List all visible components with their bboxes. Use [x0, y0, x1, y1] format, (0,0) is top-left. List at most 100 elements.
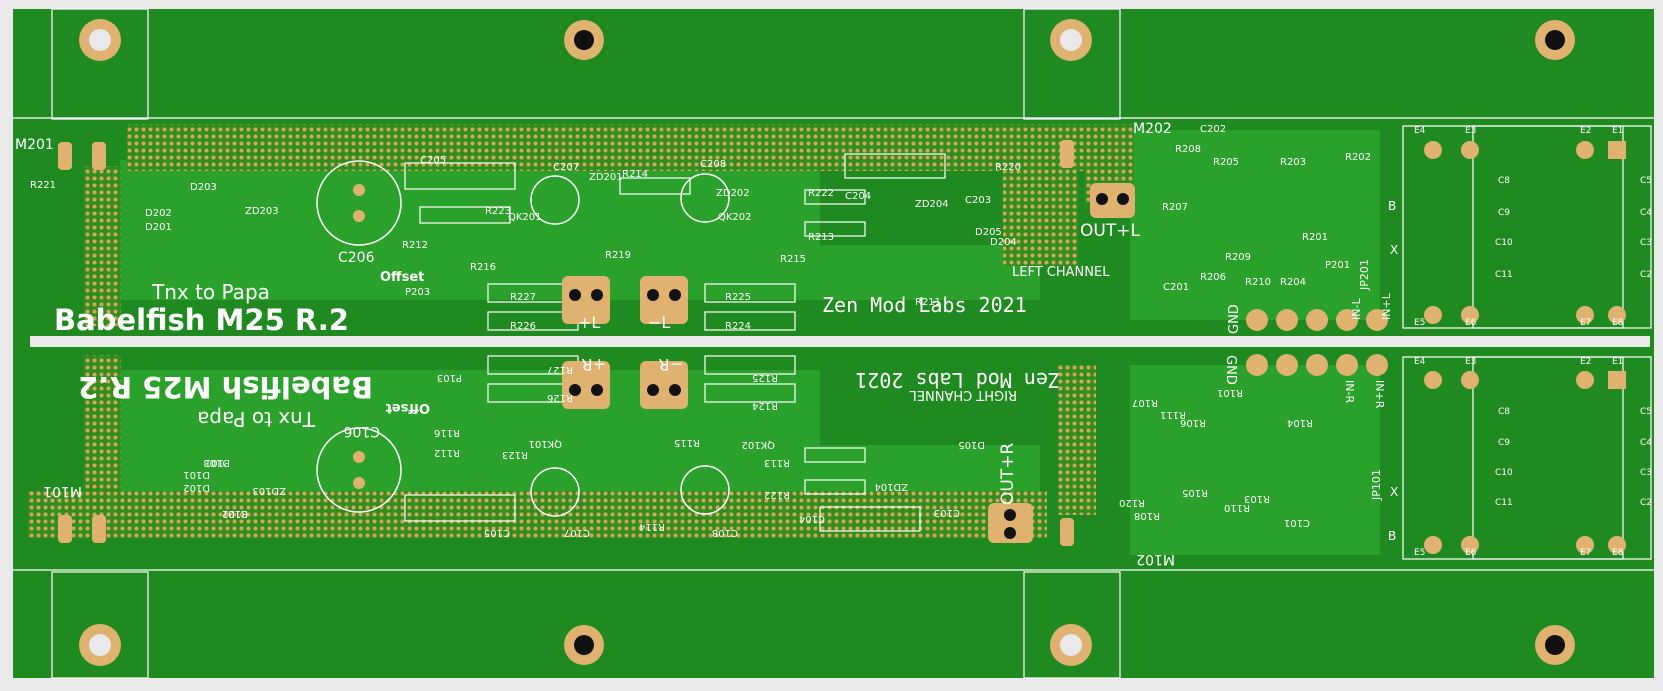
connector-pin-label: E2 — [1580, 126, 1591, 136]
left-gnd-label: GND — [1227, 304, 1242, 334]
part-label: R222 — [808, 188, 834, 199]
part-label: ZD202 — [716, 188, 750, 199]
part-label: C105 — [484, 527, 510, 538]
part-label: R201 — [1302, 232, 1328, 243]
part-label: ZD204 — [915, 199, 949, 210]
part-label: R116 — [434, 427, 460, 438]
big-capacitors — [316, 160, 730, 517]
right-in-plus: IN+R — [1373, 380, 1386, 409]
part-label: ZD201 — [589, 172, 623, 183]
input-connector-outlines — [1402, 125, 1652, 560]
part-label: R103 — [1244, 493, 1270, 504]
part-label: R122 — [764, 489, 790, 500]
right-output-label: OUT+R — [998, 443, 1018, 505]
right-maker: Zen Mod Labs 2021 — [855, 368, 1060, 392]
connector-pin-label: E4 — [1414, 126, 1426, 136]
part-label: R127 — [547, 364, 573, 375]
connector-pin-label: E6 — [1465, 318, 1477, 328]
left-rail-plus: +L — [578, 313, 600, 332]
part-label: P201 — [1325, 260, 1350, 271]
left-output-label: OUT+L — [1080, 221, 1140, 241]
right-offset-label: Offset — [386, 400, 430, 415]
rail-terminal-holes — [569, 193, 1129, 539]
left-rail-minus: −L — [648, 313, 670, 332]
part-label: QK101 — [528, 438, 562, 449]
part-label: R125 — [752, 372, 778, 383]
connector-pin-label: C4 — [1640, 438, 1652, 448]
part-label: R120 — [1119, 497, 1145, 508]
part-label: D203 — [190, 182, 217, 193]
part-label: R106 — [1180, 417, 1206, 428]
connector-pin-label: C9 — [1498, 438, 1510, 448]
part-label: R202 — [1345, 152, 1371, 163]
part-label: R206 — [1200, 272, 1226, 283]
part-label: R227 — [510, 292, 536, 303]
connector-pin-label: C11 — [1495, 270, 1513, 280]
part-label: R221 — [30, 180, 56, 191]
part-label: D103 — [203, 457, 230, 468]
heatsink-outlines — [13, 8, 1654, 679]
input-connector-pads — [1424, 141, 1626, 554]
part-label: R209 — [1225, 252, 1251, 263]
part-label: C207 — [553, 162, 579, 173]
part-label: R126 — [547, 392, 573, 403]
part-label: C107 — [564, 527, 590, 538]
part-label: R219 — [605, 250, 631, 261]
connector-pin-label: E2 — [1580, 357, 1591, 367]
right-credit: Tnx to Papa — [197, 407, 316, 431]
rail-terminals — [562, 183, 1135, 543]
left-in-plus: IN+L — [1380, 292, 1393, 320]
connector-pin-label: C10 — [1495, 468, 1513, 478]
part-label: R110 — [1224, 502, 1250, 513]
right-part-labels: R121D103D102D101ZD103C105R123C107R114C10… — [183, 364, 1313, 538]
part-label: ZD203 — [245, 206, 279, 217]
part-label: R123 — [502, 449, 528, 460]
part-label: D101 — [183, 469, 210, 480]
part-label: D204 — [990, 237, 1017, 248]
mosfet-pads — [58, 140, 1074, 546]
right-channel-label: RIGHT CHANNEL — [909, 387, 1017, 402]
left-maker: Zen Mod Labs 2021 — [822, 293, 1027, 317]
right-x-label: X — [1390, 485, 1398, 499]
part-label: R220 — [995, 162, 1021, 173]
connector-pin-label: C8 — [1498, 407, 1510, 417]
left-title: Babelfish M25 R.2 — [54, 303, 349, 337]
part-label: C101 — [1284, 517, 1310, 528]
part-label: P103 — [437, 372, 462, 383]
left-x-label: X — [1390, 243, 1398, 257]
right-b-label: B — [1388, 529, 1396, 543]
left-jp-label: JP201 — [1358, 259, 1371, 291]
connector-pin-label: C5 — [1640, 176, 1652, 186]
right-title: Babelfish M25 R.2 — [78, 370, 373, 404]
connector-pin-label: C4 — [1640, 208, 1652, 218]
part-label: C108 — [712, 527, 738, 538]
perfboard-strips — [27, 124, 1134, 538]
connector-pin-label: C2 — [1640, 498, 1652, 508]
part-label: D205 — [975, 227, 1002, 238]
cap-pads — [353, 184, 365, 489]
connector-pin-label: C3 — [1640, 238, 1652, 248]
resistor-bodies — [404, 153, 946, 532]
part-label: D102 — [183, 482, 210, 493]
part-label: C102 — [222, 508, 248, 519]
part-label: D105 — [958, 439, 985, 450]
part-label: P101 — [205, 457, 230, 468]
connector-pin-label: E4 — [1414, 357, 1426, 367]
part-label: R212 — [402, 240, 428, 251]
part-label: R215 — [780, 254, 806, 265]
connector-pin-label: E6 — [1465, 548, 1477, 558]
part-label: D202 — [145, 208, 172, 219]
part-label: R101 — [1217, 387, 1243, 398]
part-label: C208 — [700, 159, 726, 170]
connector-pin-label: C3 — [1640, 468, 1652, 478]
connector-pin-label: E1 — [1612, 357, 1623, 367]
right-rail-plus: +R — [581, 355, 606, 374]
connector-pin-label: C5 — [1640, 407, 1652, 417]
left-in-minus: IN-L — [1350, 298, 1363, 320]
connector-pin-label: E7 — [1580, 548, 1591, 558]
part-label: R203 — [1280, 157, 1306, 168]
part-label: R207 — [1162, 202, 1188, 213]
left-b-label: B — [1388, 199, 1396, 213]
